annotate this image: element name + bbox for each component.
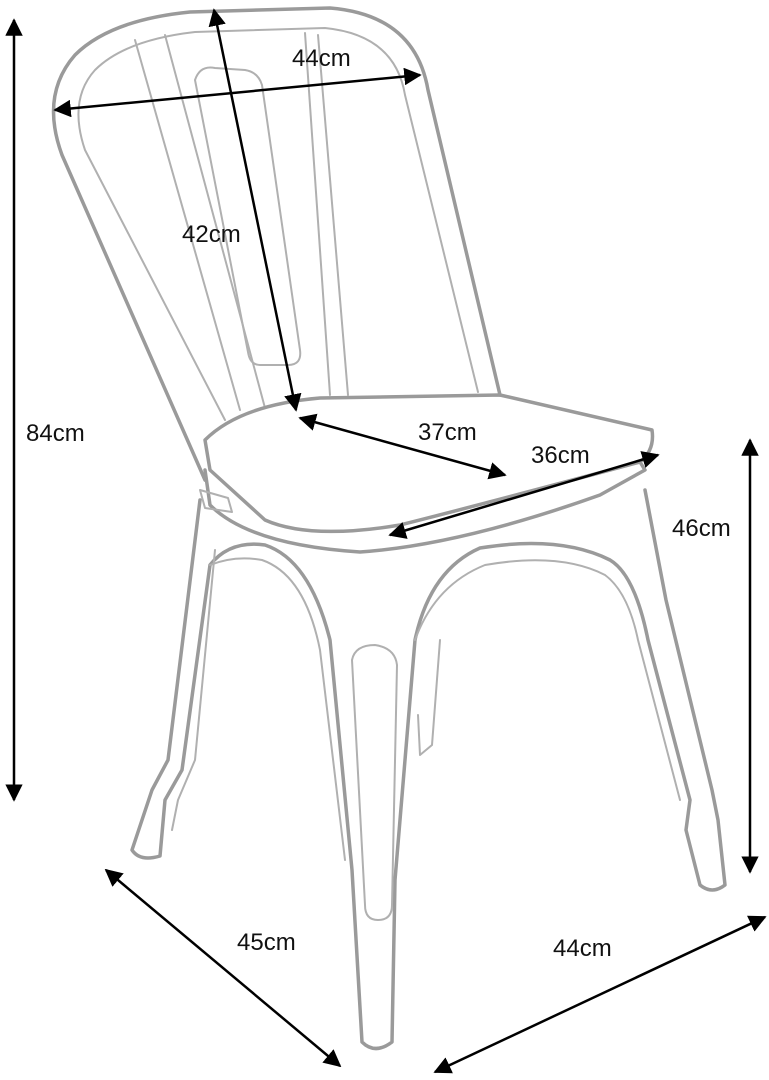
base-width-label: 44cm: [553, 935, 612, 962]
back-height-label: 42cm: [182, 221, 241, 248]
dimension-arrows: [5, 8, 767, 1074]
base-depth-label: 45cm: [237, 929, 296, 956]
back-width-arrow: [53, 67, 422, 118]
leg-inner-arch: [209, 557, 346, 861]
seat-depth-label: 37cm: [418, 419, 477, 446]
dimension-labels: 44cm 42cm 84cm 37cm 36cm 46cm 45cm 44cm: [26, 45, 731, 962]
leg-back: [171, 549, 216, 831]
back-height-arrow: [208, 8, 302, 412]
backrest-outline: [51, 6, 502, 482]
backrest-inner: [77, 27, 479, 421]
chair-illustration: [51, 6, 727, 1051]
backrest-handle: [194, 66, 302, 366]
leg-back: [417, 639, 441, 756]
seat-bracket: [199, 489, 233, 513]
seat-front-edge: [203, 460, 647, 554]
seat-height-label: 46cm: [672, 515, 731, 542]
overall-height-label: 84cm: [26, 420, 85, 447]
leg-inner-arch: [414, 559, 681, 801]
base-depth-arrow: [104, 868, 342, 1068]
base-width-arrow: [433, 915, 767, 1074]
backrest-slat: [304, 32, 331, 396]
back-width-label: 44cm: [292, 45, 351, 72]
backrest-slat: [317, 34, 349, 396]
leg-center-panel: [351, 644, 398, 921]
seat-width-arrow: [388, 451, 660, 539]
seat-width-label: 36cm: [531, 442, 590, 469]
